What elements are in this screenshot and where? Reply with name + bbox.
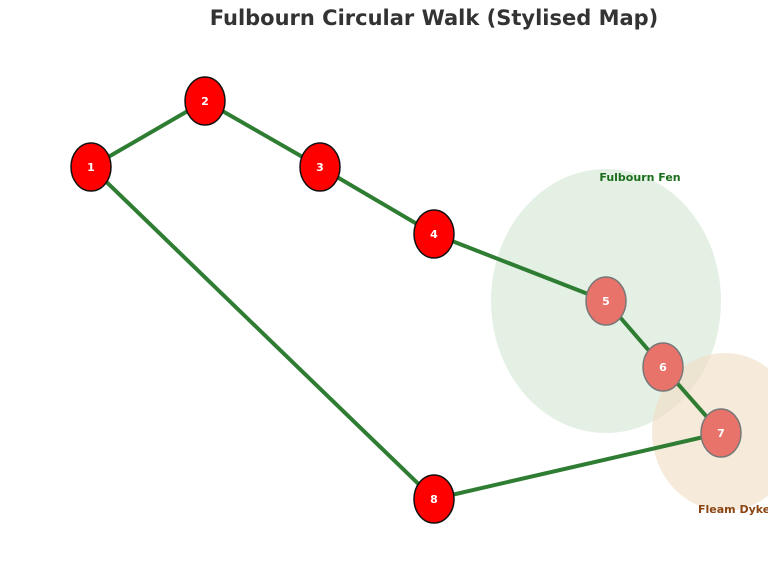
stop-1[interactable]: 1 (70, 142, 112, 192)
stop-number-label: 3 (316, 161, 324, 174)
stop-6[interactable]: 6 (642, 342, 684, 392)
stop-8[interactable]: 8 (413, 474, 455, 524)
stop-marker[interactable] (413, 209, 455, 259)
regions-layer (491, 169, 768, 511)
stop-marker[interactable] (413, 474, 455, 524)
stop-number-label: 1 (87, 161, 95, 174)
stop-marker[interactable] (642, 342, 684, 392)
stop-number-label: 2 (201, 95, 209, 108)
stop-4[interactable]: 4 (413, 209, 455, 259)
stop-marker[interactable] (585, 276, 627, 326)
stop-number-label: 7 (717, 427, 725, 440)
region-label: Fleam Dyke (698, 503, 768, 516)
stop-marker[interactable] (299, 142, 341, 192)
stop-2[interactable]: 2 (184, 76, 226, 126)
stops-layer: 1 2 3 4 5 6 7 8 (70, 76, 742, 524)
stop-number-label: 6 (659, 361, 667, 374)
stop-marker[interactable] (70, 142, 112, 192)
region-label: Fulbourn Fen (599, 171, 680, 184)
stop-7[interactable]: 7 (700, 408, 742, 458)
map-title: Fulbourn Circular Walk (Stylised Map) (209, 6, 659, 30)
stop-marker[interactable] (184, 76, 226, 126)
stop-3[interactable]: 3 (299, 142, 341, 192)
stop-5[interactable]: 5 (585, 276, 627, 326)
stop-number-label: 4 (430, 228, 438, 241)
stop-number-label: 5 (602, 295, 610, 308)
stop-marker[interactable] (700, 408, 742, 458)
stop-number-label: 8 (430, 493, 438, 506)
